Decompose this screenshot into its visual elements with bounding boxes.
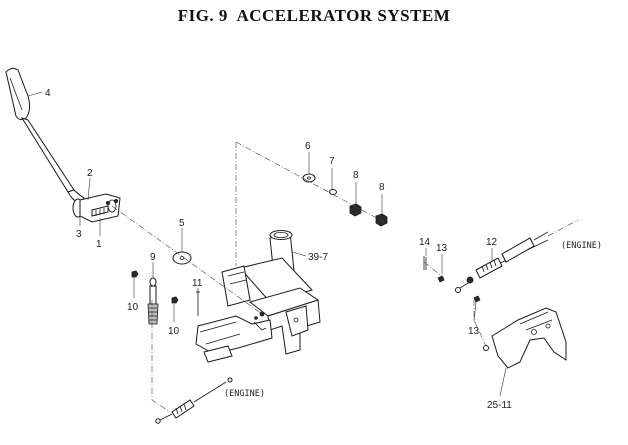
clip-13b <box>473 295 481 303</box>
accelerator-cable-12 <box>455 231 549 293</box>
clip-13a <box>437 275 445 283</box>
callout-10b: 10 <box>168 326 180 337</box>
washer-7 <box>329 189 337 195</box>
callout-12: 12 <box>486 237 498 248</box>
washer-large <box>172 251 192 265</box>
callout-25-11: 25-11 <box>487 400 512 411</box>
figure-title: FIG. 9 ACCELERATOR SYSTEM <box>177 6 451 25</box>
nut-8a <box>349 203 362 217</box>
callout-8b: 8 <box>379 182 385 193</box>
callout-4: 4 <box>45 88 51 99</box>
callout-39-7: 39-7 <box>308 252 328 263</box>
callout-9: 9 <box>150 252 156 263</box>
pedal-bracket-39-7 <box>195 230 321 363</box>
nut-8b <box>375 213 388 227</box>
washer-6 <box>302 173 316 183</box>
callout-14: 14 <box>419 237 431 248</box>
assembly-center-lines <box>111 141 579 413</box>
callout-7: 7 <box>329 156 335 167</box>
callout-6: 6 <box>305 141 311 152</box>
callout-labels: 4 2 3 1 5 6 7 8 8 9 10 10 11 39-7 12 13 … <box>45 88 512 411</box>
cable-end-9 <box>147 277 159 325</box>
engine-note-right: (ENGINE) <box>561 241 602 251</box>
callout-11: 11 <box>192 278 203 289</box>
callout-8a: 8 <box>353 170 359 181</box>
callout-5: 5 <box>179 218 185 229</box>
engine-cable-left <box>155 377 233 424</box>
callout-13a: 13 <box>436 243 448 254</box>
callout-1: 1 <box>96 239 102 250</box>
callout-3: 3 <box>76 229 82 240</box>
nut-10a <box>131 270 139 278</box>
pedal-bracket-25-11 <box>483 307 567 369</box>
nut-10b <box>171 296 179 304</box>
callout-13b: 13 <box>468 326 480 337</box>
callout-10a: 10 <box>127 302 139 313</box>
callout-2: 2 <box>87 168 93 179</box>
pin-11 <box>196 290 200 316</box>
leader-lines <box>27 91 507 397</box>
engine-note-left: (ENGINE) <box>224 389 265 399</box>
lever-hub-assembly <box>72 193 121 223</box>
